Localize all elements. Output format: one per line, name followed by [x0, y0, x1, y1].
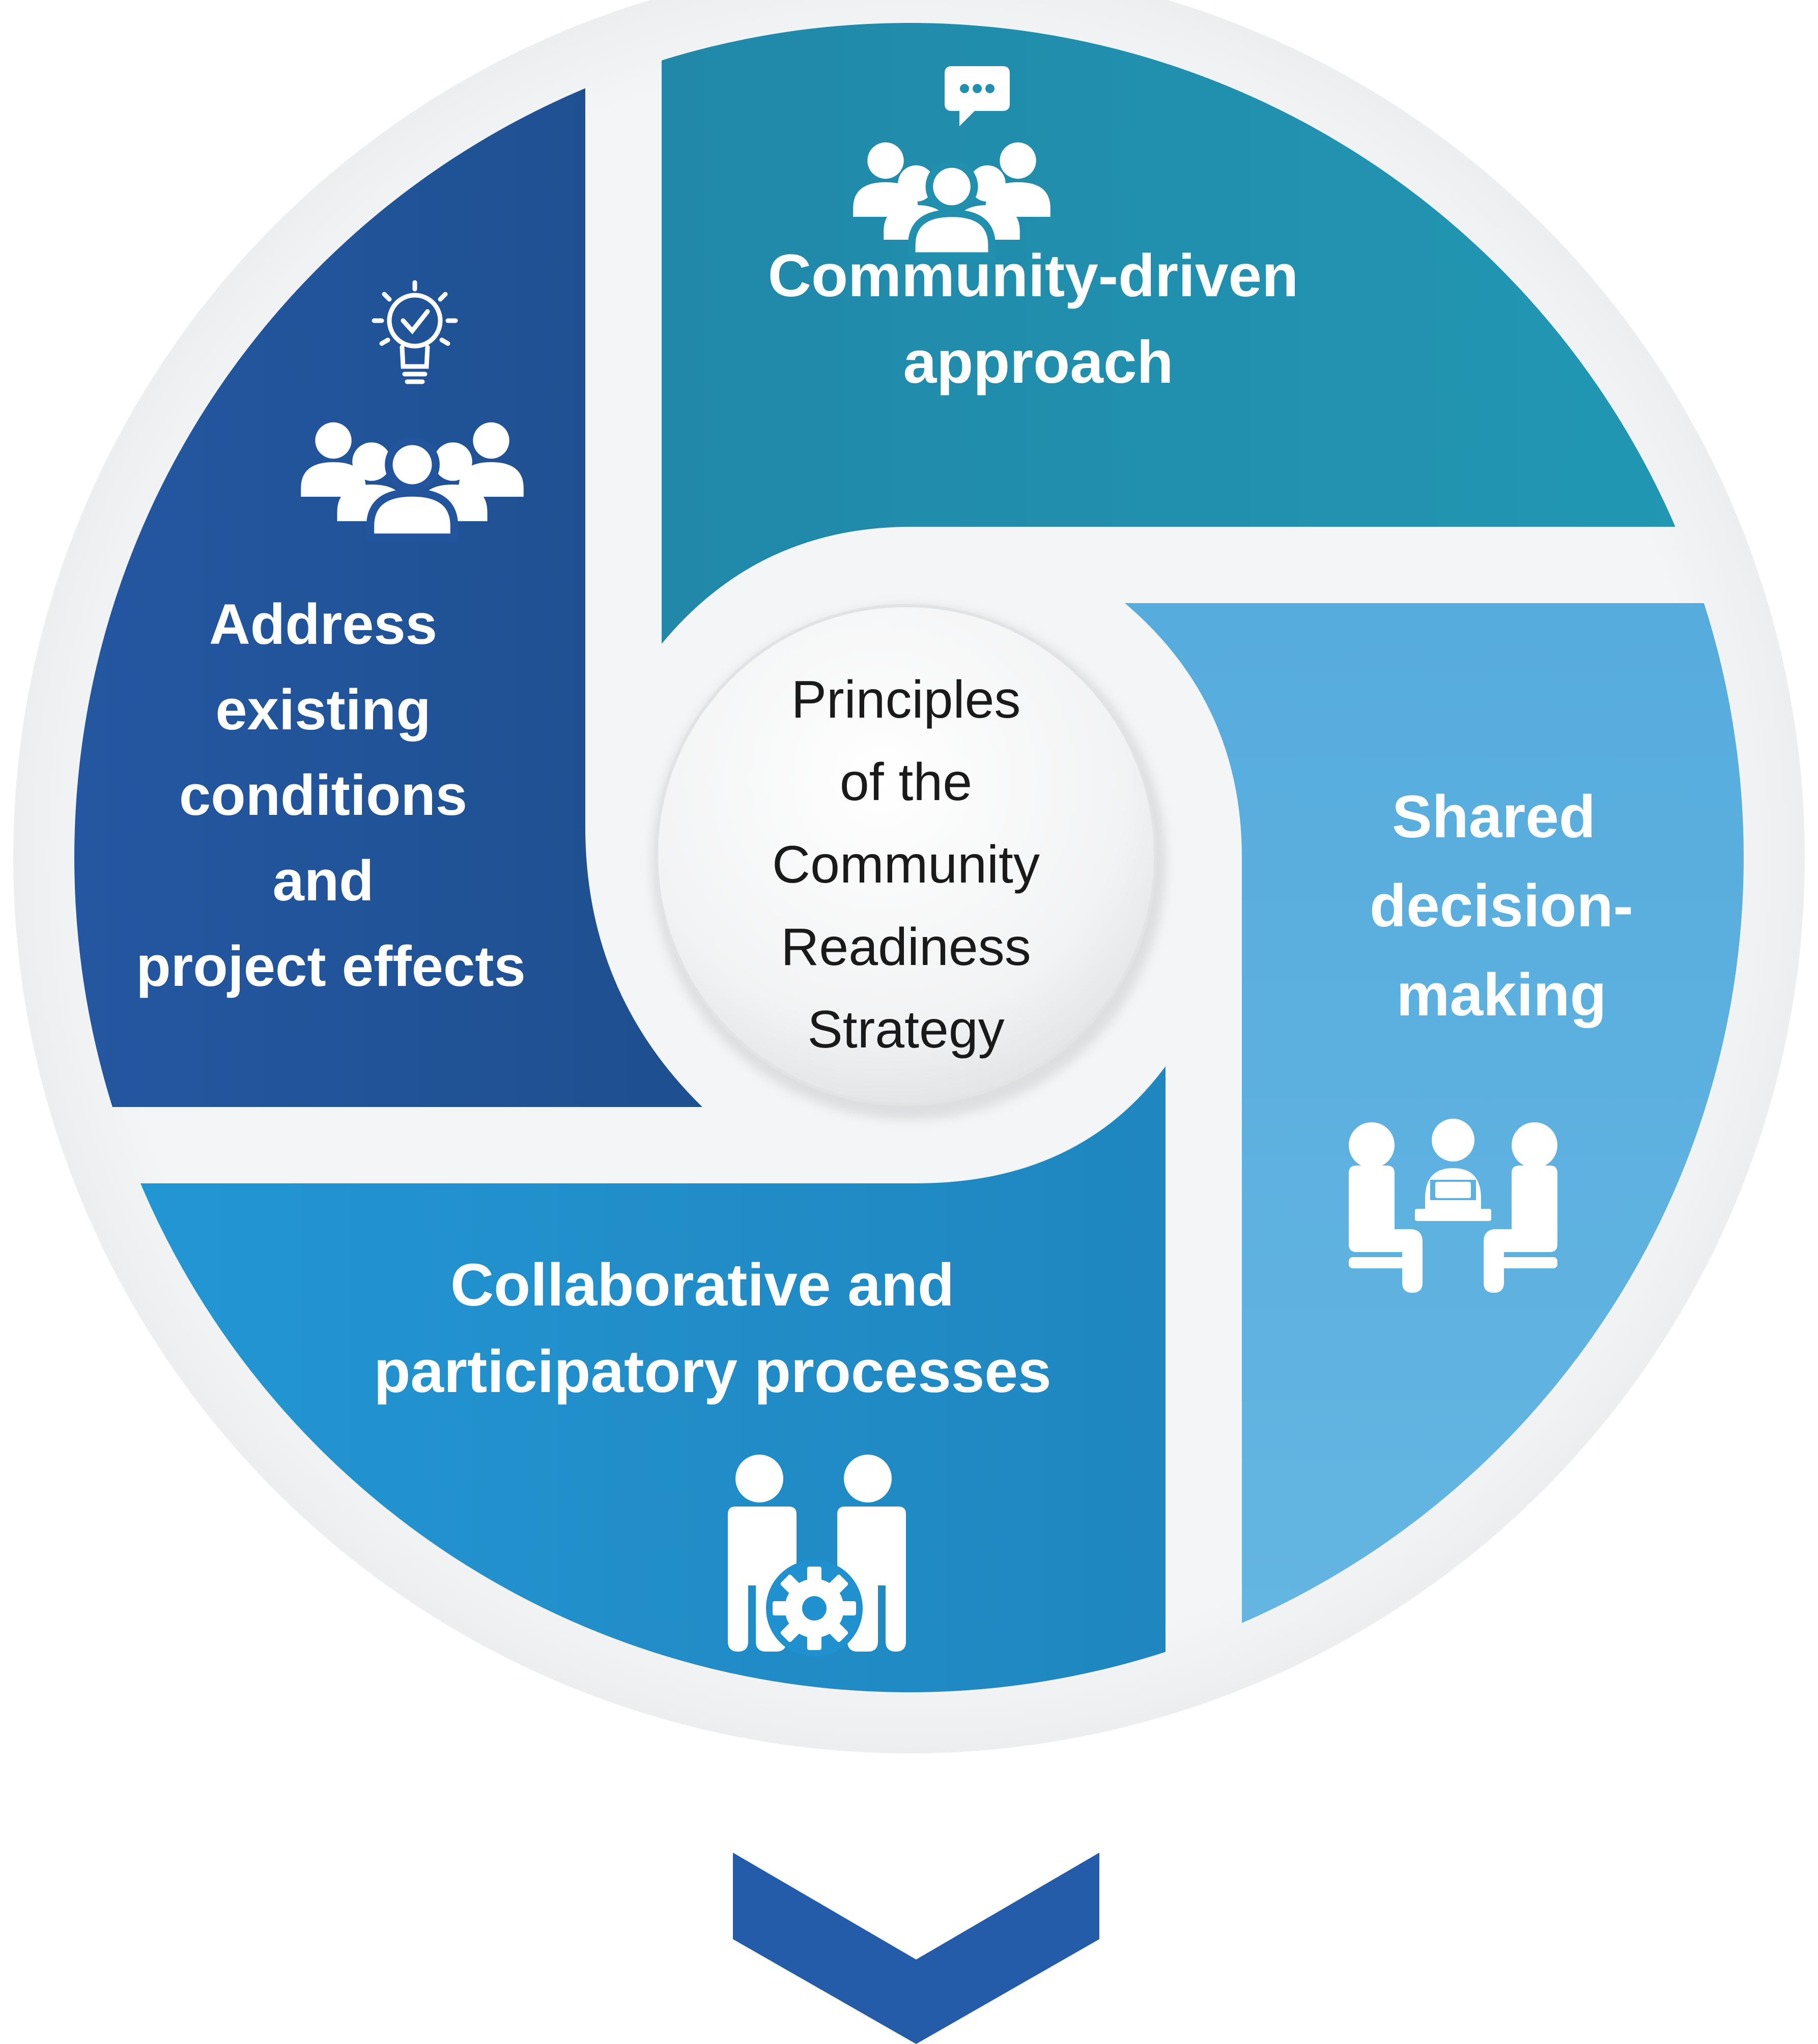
address-line-3: conditions: [179, 763, 467, 827]
community-driven-line-2: approach: [903, 329, 1173, 396]
collaborative-line-2: participatory processes: [374, 1338, 1051, 1405]
center-title-line-5: Strategy: [807, 1000, 1004, 1059]
center-title-line-1: Principles: [791, 670, 1021, 729]
shared-decision-line-3: making: [1396, 961, 1606, 1029]
center-title-line-2: of the: [840, 753, 972, 812]
center-title: Principles of the Community Readiness St…: [772, 670, 1040, 1059]
meeting-table-icon: [1349, 1119, 1557, 1293]
address-line-4: and: [272, 849, 374, 913]
group-chat-icon: [853, 66, 1050, 256]
people-gear-icon: [728, 1455, 906, 1657]
center-circle: [655, 604, 1157, 1106]
lightbulb-check-icon: [372, 280, 458, 384]
collaborative-line-1: Collaborative and: [450, 1252, 954, 1319]
center-title-line-4: Readiness: [781, 918, 1031, 977]
chevron-down-icon: [733, 1853, 1099, 2044]
address-line-1: Address: [209, 592, 437, 656]
shared-decision-line-1: Shared: [1392, 783, 1596, 850]
community-driven-line-1: Community-driven: [768, 242, 1298, 309]
center-title-line-3: Community: [772, 835, 1040, 894]
shared-decision-line-2: decision-: [1370, 872, 1633, 940]
address-line-5: project effects: [136, 934, 526, 998]
address-line-2: existing: [215, 678, 431, 742]
